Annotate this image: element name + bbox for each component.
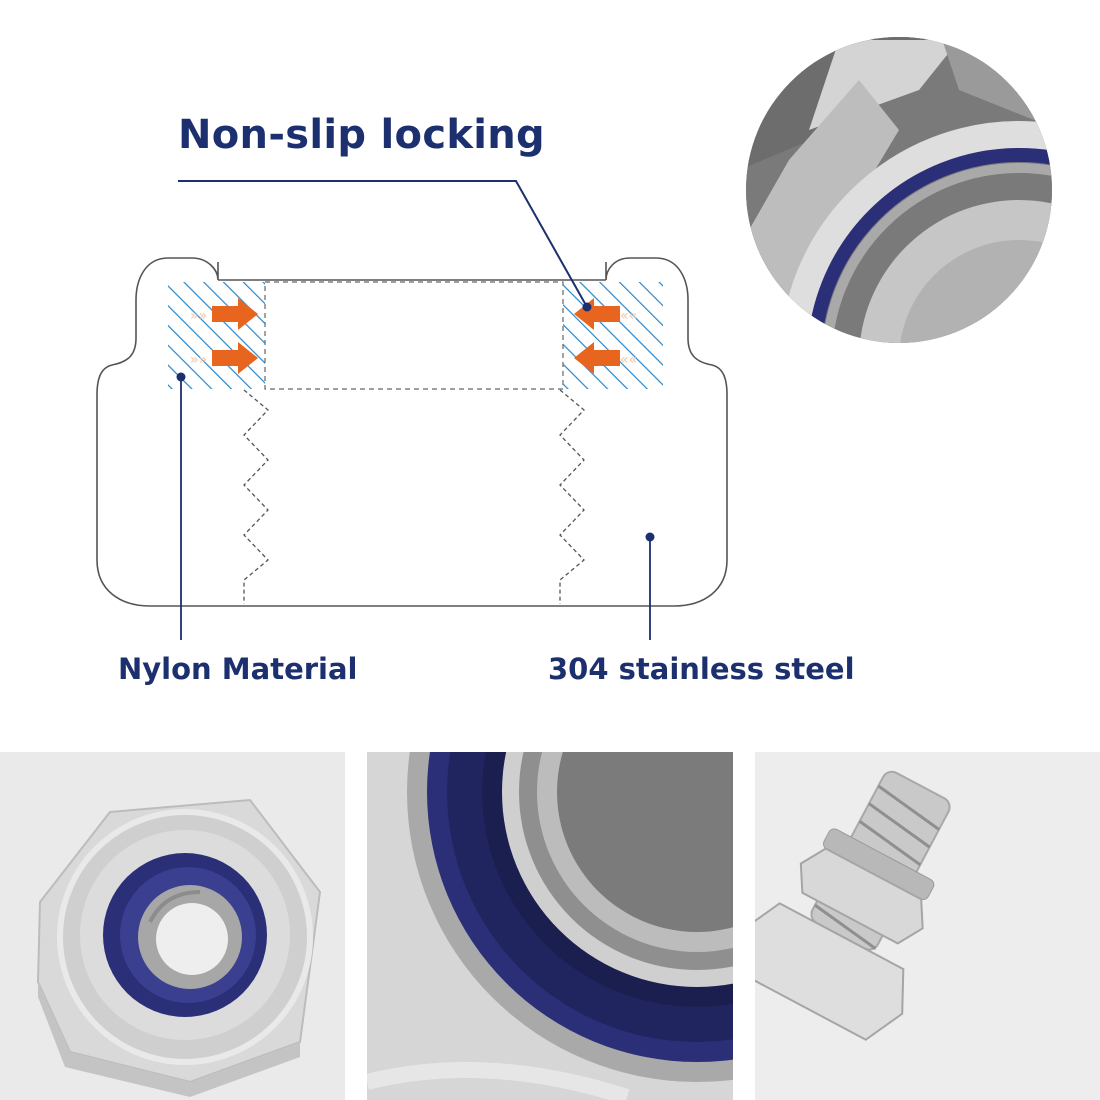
insert-dashed-box <box>264 281 564 390</box>
title-leader-line <box>178 180 588 308</box>
nylon-material-label: Nylon Material <box>118 652 358 686</box>
svg-text:««: «« <box>620 352 637 368</box>
arrow-right-top: »» <box>190 298 258 330</box>
title-leader-dot <box>582 302 592 312</box>
nut-cross-section-diagram: »» »» «« «« <box>96 37 1052 640</box>
nylon-ring-right <box>563 282 663 389</box>
nut-front-view <box>0 752 345 1100</box>
svg-text:»»: »» <box>190 308 207 324</box>
svg-text:»»: »» <box>190 352 207 368</box>
nylon-leader-dot <box>176 372 186 382</box>
nut-body-outline <box>96 257 728 607</box>
arrow-left-bottom: «« <box>574 342 637 374</box>
title-label: Non-slip locking <box>178 112 545 158</box>
svg-text:««: «« <box>620 308 637 324</box>
nut-closeup-circle <box>746 37 1052 343</box>
steel-leader-dot <box>645 532 655 542</box>
bolt-and-nut <box>755 752 1100 1100</box>
nylon-ring-closeup <box>367 752 733 1100</box>
thread-left <box>243 389 269 604</box>
arrow-right-bottom: »» <box>190 342 258 374</box>
stainless-steel-label: 304 stainless steel <box>548 652 855 686</box>
thread-right <box>559 389 585 604</box>
nylon-ring-left <box>168 282 265 389</box>
